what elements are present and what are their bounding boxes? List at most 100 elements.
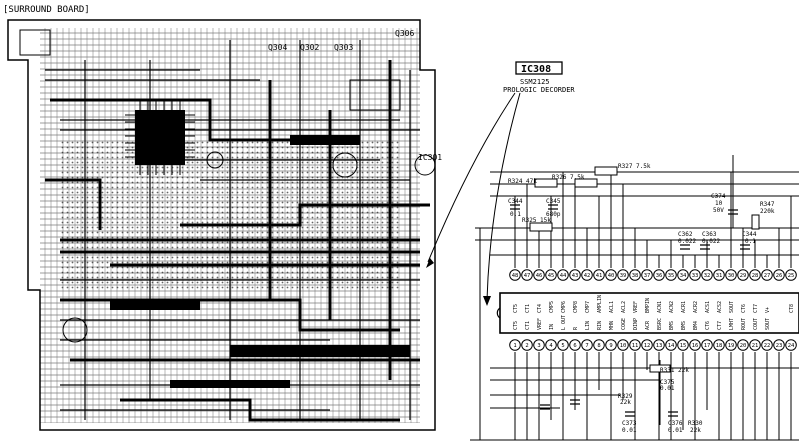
top-pin-circle	[713, 269, 725, 281]
top-pin-name: CT8	[789, 304, 795, 313]
top-pin-circle	[725, 269, 737, 281]
bottom-pin-name: ROUT	[741, 318, 747, 330]
top-pin-name: SOUT	[729, 301, 735, 313]
top-pin-circle	[701, 269, 713, 281]
bottom-pin-name: ACR	[645, 320, 651, 330]
top-pin-number: 35	[668, 273, 675, 279]
bottom-pin-circle	[617, 339, 629, 351]
bottom-pin-circle	[521, 339, 533, 351]
bottom-pin-name: CT6	[705, 321, 711, 330]
top-pin-name: CMP5	[549, 301, 555, 313]
label-c345: C345	[546, 198, 561, 205]
bottom-pin-name: COUT	[753, 318, 759, 330]
top-pin-circle	[653, 269, 665, 281]
top-pin-number: 48	[512, 273, 519, 279]
label-r324: R324 47k	[508, 178, 537, 185]
bottom-pin-circle	[581, 339, 593, 351]
bottom-pin-number: 19	[728, 343, 735, 349]
bottom-pin-number: 22	[764, 343, 771, 349]
bottom-pin-circle	[557, 339, 569, 351]
top-pin-number: 46	[536, 273, 543, 279]
bottom-pin-name: VREF	[537, 318, 543, 330]
bottom-pin-name: IN	[549, 324, 555, 330]
label-c374: C374	[711, 193, 726, 200]
bottom-pin-number: 6	[573, 343, 576, 349]
pcb-ic-label: IC301	[418, 153, 442, 162]
top-pin-number: 47	[524, 273, 531, 279]
bottom-pin-circle	[605, 339, 617, 351]
top-pin-number: 30	[728, 273, 735, 279]
top-pin-number: 42	[584, 273, 591, 279]
top-pin-number: 37	[644, 273, 651, 279]
top-pin-circle	[785, 269, 797, 281]
label-c363: C363	[702, 231, 717, 238]
label-c375-val: 0.01	[660, 385, 675, 392]
transistor-label: Q303	[334, 43, 353, 52]
label-c344a-val: 0.1	[510, 211, 521, 218]
label-c376: C376	[668, 420, 683, 427]
top-pin-number: 26	[776, 273, 783, 279]
label-r327: R327 7.5k	[618, 163, 651, 170]
top-pin-number: 40	[608, 273, 615, 279]
label-c374-v: 50V	[713, 207, 724, 214]
top-pin-name: ACL1	[609, 301, 615, 313]
bottom-pin-circle	[725, 339, 737, 351]
label-r329: R329	[618, 393, 633, 400]
top-pin-circle	[533, 269, 545, 281]
callout-part-number: SSM2125	[520, 78, 550, 86]
bottom-pin-circle	[689, 339, 701, 351]
label-c376-val: 0.01	[668, 427, 683, 434]
top-pin-number: 39	[620, 273, 627, 279]
bottom-pin-circle	[713, 339, 725, 351]
top-pin-circle	[689, 269, 701, 281]
bottom-pin-number: 2	[525, 343, 528, 349]
top-pin-circle	[761, 269, 773, 281]
top-pin-number: 43	[572, 273, 579, 279]
label-c373: C373	[622, 420, 637, 427]
bottom-pin-circle	[509, 339, 521, 351]
top-pin-name: CMP6	[561, 301, 567, 313]
callout-ic-name: IC308	[521, 64, 551, 75]
label-c362: C362	[678, 231, 693, 238]
bottom-pin-circle	[761, 339, 773, 351]
top-pin-circle	[569, 269, 581, 281]
top-pin-circle	[581, 269, 593, 281]
top-pin-name: CT5	[513, 304, 519, 313]
top-pin-number: 27	[764, 273, 771, 279]
bottom-pin-number: 16	[692, 343, 699, 349]
top-pin-name: ACS2	[717, 301, 723, 313]
top-pin-name: BMPIN	[645, 298, 651, 313]
bottom-pin-name: LMHT	[729, 318, 735, 330]
bottom-pin-number: 4	[549, 343, 553, 349]
bottom-pin-number: 14	[668, 343, 675, 349]
top-pin-name: V+	[765, 307, 771, 313]
bottom-pin-name: RIN	[597, 321, 603, 330]
bottom-pin-name: CT5	[513, 321, 519, 330]
label-c362-val: 0.022	[678, 238, 696, 245]
label-c363-val: 0.022	[702, 238, 720, 245]
label-c375: C375	[660, 379, 675, 386]
top-pin-circle	[617, 269, 629, 281]
bottom-pin-number: 20	[740, 343, 747, 349]
label-r326: R326 7.5k	[552, 174, 585, 181]
pcb-board: Q304 Q302 Q303 Q306 IC301	[7, 19, 442, 431]
top-pin-name: CT4	[537, 304, 543, 313]
top-pin-number: 45	[548, 273, 555, 279]
bottom-pin-number: 10	[620, 343, 627, 349]
label-c344a: C344	[508, 198, 523, 205]
bottom-pin-number: 23	[776, 343, 783, 349]
top-pin-number: 38	[632, 273, 639, 279]
top-pin-circle	[737, 269, 749, 281]
bottom-pin-number: 8	[597, 343, 600, 349]
label-c345-val: 680p	[546, 211, 561, 218]
bottom-pin-name: BMS	[669, 321, 675, 330]
top-pin-number: 34	[680, 273, 687, 279]
top-pin-circle	[557, 269, 569, 281]
bottom-pin-circle	[641, 339, 653, 351]
label-r330-val: 22k	[690, 427, 701, 434]
top-pin-number: 28	[752, 273, 759, 279]
bottom-pin-number: 7	[585, 343, 588, 349]
transistor-label: Q304	[268, 43, 287, 52]
